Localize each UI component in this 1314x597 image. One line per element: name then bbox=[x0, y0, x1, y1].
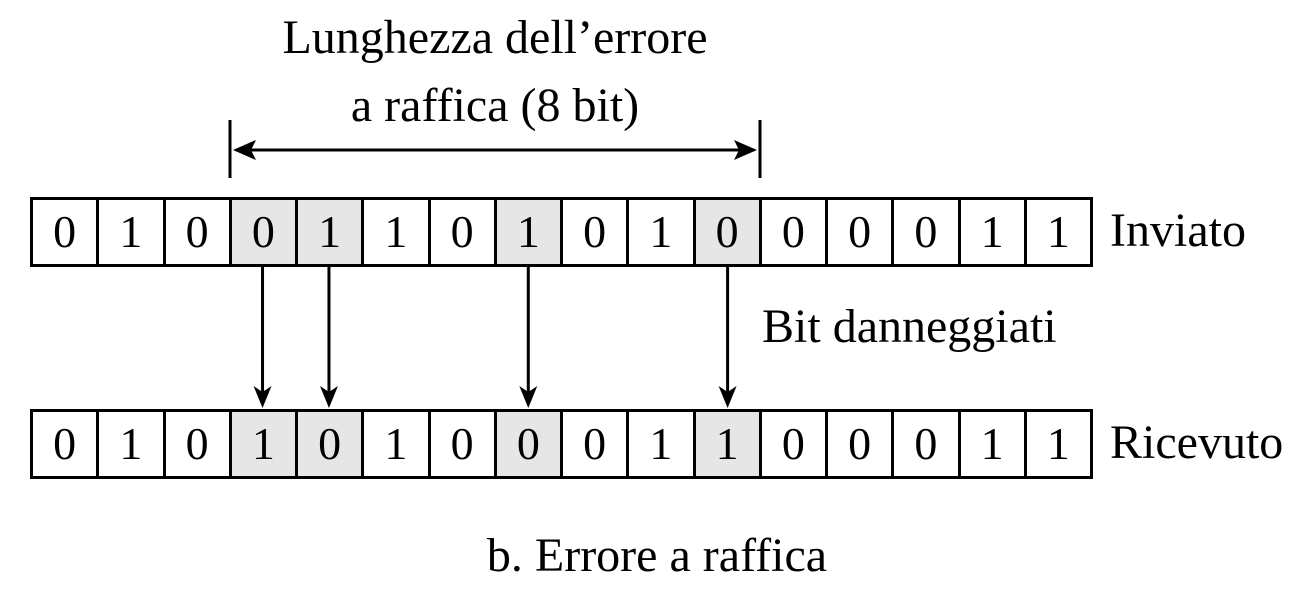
damage-arrowhead-4 bbox=[319, 386, 338, 408]
received-bit-8: 0 bbox=[563, 412, 630, 476]
sent-bit-7: 1 bbox=[496, 200, 563, 264]
received-bit-11: 0 bbox=[761, 412, 828, 476]
sent-bit-14: 1 bbox=[960, 200, 1027, 264]
sent-bit-2: 0 bbox=[165, 200, 232, 264]
received-label: Ricevuto bbox=[1110, 416, 1284, 469]
sent-bit-5: 1 bbox=[364, 200, 431, 264]
sent-bit-6: 0 bbox=[430, 200, 497, 264]
sent-bit-1: 1 bbox=[99, 200, 166, 264]
received-bit-15: 1 bbox=[1026, 412, 1090, 476]
received-bit-6: 0 bbox=[430, 412, 497, 476]
received-bit-5: 1 bbox=[364, 412, 431, 476]
sent-bit-10: 0 bbox=[695, 200, 762, 264]
burst-length-label-line1: Lunghezza dell’errore bbox=[282, 11, 708, 64]
burst-arrowhead-left bbox=[233, 140, 256, 160]
damaged-bits-label: Bit danneggiati bbox=[762, 300, 1057, 353]
burst-length-label-line2: a raffica (8 bit) bbox=[350, 79, 640, 132]
sent-bit-4: 1 bbox=[298, 200, 365, 264]
damage-arrows bbox=[253, 267, 737, 408]
sent-bit-0: 0 bbox=[33, 200, 100, 264]
received-bit-10: 1 bbox=[695, 412, 762, 476]
burst-arrowhead-right bbox=[734, 140, 757, 160]
received-bit-9: 1 bbox=[629, 412, 696, 476]
sent-bit-9: 1 bbox=[629, 200, 696, 264]
damage-arrowhead-3 bbox=[253, 386, 272, 408]
received-bit-3: 1 bbox=[231, 412, 298, 476]
received-bit-0: 0 bbox=[33, 412, 100, 476]
damage-arrowhead-7 bbox=[519, 386, 538, 408]
received-bit-12: 0 bbox=[828, 412, 895, 476]
sent-bit-8: 0 bbox=[563, 200, 630, 264]
received-bit-13: 0 bbox=[894, 412, 961, 476]
received-bit-2: 0 bbox=[165, 412, 232, 476]
figure-caption: b. Errore a raffica bbox=[486, 529, 828, 582]
received-bit-1: 1 bbox=[99, 412, 166, 476]
sent-bit-11: 0 bbox=[761, 200, 828, 264]
sent-bit-12: 0 bbox=[828, 200, 895, 264]
received-bit-4: 0 bbox=[298, 412, 365, 476]
sent-bit-13: 0 bbox=[894, 200, 961, 264]
damage-arrowhead-10 bbox=[718, 386, 737, 408]
received-bit-7: 0 bbox=[496, 412, 563, 476]
sent-bit-3: 0 bbox=[231, 200, 298, 264]
sent-bit-15: 1 bbox=[1026, 200, 1090, 264]
sent-label: Inviato bbox=[1110, 204, 1246, 257]
received-bit-14: 1 bbox=[960, 412, 1027, 476]
